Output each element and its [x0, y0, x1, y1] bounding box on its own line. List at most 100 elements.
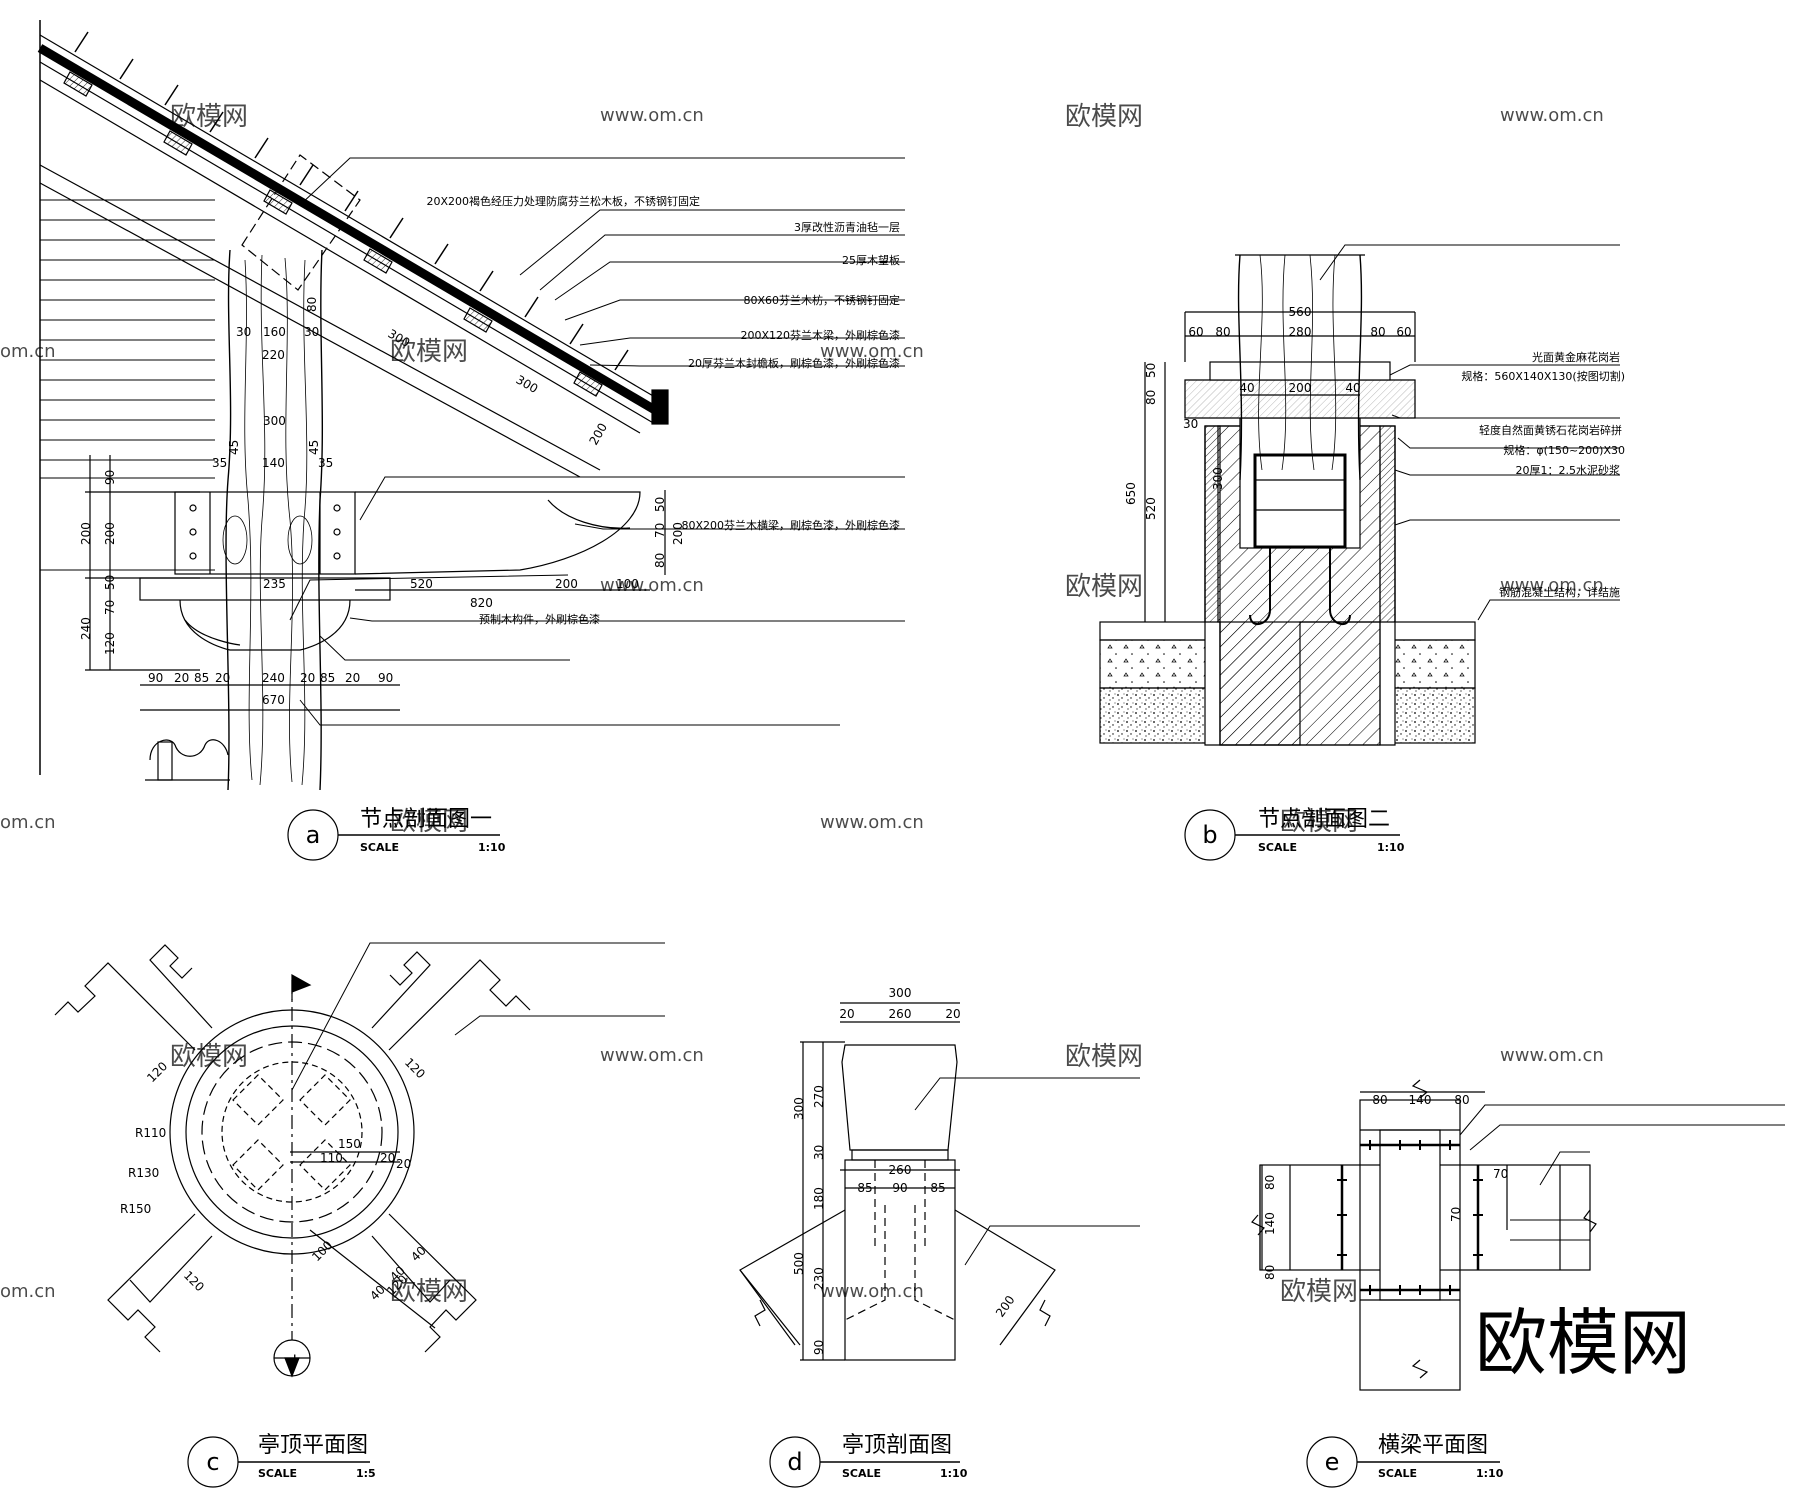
detail-title: 节点剖面图一	[360, 807, 492, 832]
dim-a: 670	[262, 693, 285, 707]
note-b-5: 20厚1：2.5水泥砂浆	[1516, 463, 1621, 477]
note-b-6: 钢筋混凝土结构，详结施	[1499, 585, 1620, 599]
dim-a: 200	[555, 577, 578, 591]
dim-b: 80	[1370, 325, 1385, 339]
dim-a: 80	[653, 553, 667, 568]
dim-b: 80	[1215, 325, 1230, 339]
dim-e: 80	[1454, 1093, 1469, 1107]
dim-d: 300	[792, 1097, 806, 1120]
watermark-logo: 欧模网	[170, 1042, 248, 1072]
dim-d: 270	[812, 1085, 826, 1108]
watermark-logo: 欧模网	[1280, 1277, 1358, 1307]
dim-d: 85	[857, 1181, 872, 1195]
dim-a: 240	[79, 617, 93, 640]
scale-value: 1:10	[1377, 841, 1405, 854]
dim-a: 20	[345, 671, 360, 685]
dim-a: 50	[103, 575, 117, 590]
dim-a: 200	[79, 522, 93, 545]
detail-c-title-block: c 亭顶平面图 SCALE 1:5	[187, 1433, 376, 1488]
scale-value: 1:5	[356, 1467, 376, 1480]
scale-label: SCALE	[1258, 841, 1297, 854]
dim-d: 30	[812, 1145, 826, 1160]
note-a-7: 80X200芬兰木横梁，刷棕色漆，外刷棕色漆	[681, 518, 900, 532]
scale-label: SCALE	[258, 1467, 297, 1480]
dim-a: 240	[262, 671, 285, 685]
note-a-5: 200X120芬兰木梁，外刷棕色漆	[740, 328, 900, 342]
dim-a: 520	[410, 577, 433, 591]
dim-e: 140	[1263, 1212, 1277, 1235]
note-a-3: 25厚木望板	[842, 253, 900, 267]
dim-a: 160	[263, 325, 286, 339]
scale-label: SCALE	[1378, 1467, 1417, 1480]
watermark-logo: 欧模网	[1065, 102, 1143, 132]
watermark-url: www.om.cn	[1500, 105, 1604, 126]
detail-tag: d	[787, 1448, 802, 1476]
dim-e: 80	[1263, 1175, 1277, 1190]
dim-a: 30	[236, 325, 251, 339]
dim-b: 60	[1396, 325, 1411, 339]
watermark-url: www.om.cn	[820, 812, 924, 833]
watermark-url: om.cn	[0, 1281, 56, 1302]
detail-e-text: 80 140 80 80 140 80 70 70	[1263, 1093, 1508, 1280]
dim-a: 120	[103, 632, 117, 655]
dim-c: 120	[144, 1059, 170, 1085]
dim-c: 40	[367, 1282, 388, 1303]
note-a-1: 20X200褐色经压力处理防腐芬兰松木板，不锈钢钉固定	[426, 194, 700, 208]
dim-e: 70	[1449, 1207, 1463, 1222]
dim-c: 100	[309, 1238, 335, 1264]
dim-a: 200	[671, 522, 685, 545]
detail-tag: a	[306, 821, 321, 849]
dim-a: 45	[307, 440, 321, 455]
dim-b: 520	[1144, 497, 1158, 520]
dim-c: 120	[402, 1055, 428, 1081]
dim-d: 260	[889, 1007, 912, 1021]
note-b-2: 规格：560X140X130(按图切割)	[1461, 369, 1625, 383]
scale-value: 1:10	[1476, 1467, 1504, 1480]
detail-a-text: 20X200褐色经压力处理防腐芬兰松木板，不锈钢钉固定 3厚改性沥青油毡一层 2…	[79, 194, 900, 707]
dim-a: 70	[103, 600, 117, 615]
watermark-logo: 欧模网	[390, 1277, 468, 1307]
dim-a: 200	[103, 522, 117, 545]
scale-value: 1:10	[940, 1467, 968, 1480]
dim-a: 20	[174, 671, 189, 685]
note-b-1: 光面黄金麻花岗岩	[1532, 350, 1620, 364]
detail-tag: e	[1325, 1448, 1340, 1476]
watermark-logo: 欧模网	[390, 807, 468, 837]
dim-a: 85	[194, 671, 209, 685]
dim-a: 35	[318, 456, 333, 470]
scale-label: SCALE	[842, 1467, 881, 1480]
dim-b: 650	[1124, 482, 1138, 505]
watermark-logo: 欧模网	[1280, 807, 1358, 837]
dim-b: 80	[1144, 390, 1158, 405]
dim-a: 70	[653, 523, 667, 538]
dim-c: 40	[408, 1243, 429, 1264]
dim-c: R110	[135, 1126, 166, 1140]
watermark-logo: 欧模网	[1065, 1042, 1143, 1072]
dim-d: 90	[812, 1340, 826, 1355]
watermark-url: www.om.cn	[1500, 575, 1604, 596]
dim-c: 110	[320, 1151, 343, 1165]
note-b-3: 轻度自然面黄锈石花岗岩碎拼	[1479, 423, 1622, 437]
section-mark: d	[287, 1352, 297, 1370]
detail-c-roof-plan	[54, 942, 665, 1378]
dim-a: 35	[212, 456, 227, 470]
dim-c: R150	[120, 1202, 151, 1216]
dim-d: 90	[892, 1181, 907, 1195]
dim-d: 500	[792, 1252, 806, 1275]
watermark-url: www.om.cn	[600, 1045, 704, 1066]
dim-d: 20	[839, 1007, 854, 1021]
dim-d: 180	[812, 1187, 826, 1210]
dim-a: 90	[378, 671, 393, 685]
dim-b: 30	[1183, 417, 1198, 431]
dim-a: 20	[215, 671, 230, 685]
watermarks: 欧模网 www.om.cn 欧模网 www.om.cn om.cn 欧模网 ww…	[0, 102, 1691, 1385]
watermark-url: www.om.cn	[1500, 1045, 1604, 1066]
dim-c: R130	[128, 1166, 159, 1180]
dim-a: 45	[227, 440, 241, 455]
watermark-logo: 欧模网	[390, 337, 468, 367]
detail-e-title-block: e 横梁平面图 SCALE 1:10	[1306, 1433, 1504, 1488]
dim-e: 70	[1493, 1167, 1508, 1181]
detail-tag: b	[1202, 821, 1217, 849]
note-a-8: 预制木构件，外刷棕色漆	[479, 612, 600, 626]
dim-b: 200	[1289, 381, 1312, 395]
